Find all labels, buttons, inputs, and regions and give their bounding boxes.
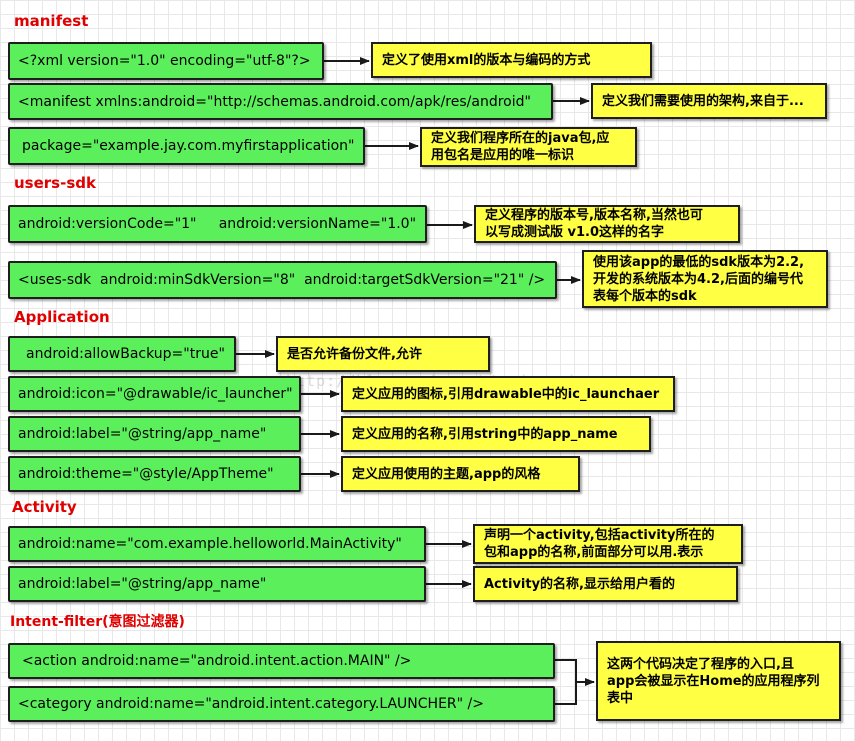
note-app-label: 定义应用的名称,引用string中的app_name — [341, 416, 651, 452]
code-version: android:versionCode="1" android:versionN… — [8, 205, 427, 243]
note-uses-sdk-line: 表每个版本的sdk — [593, 288, 697, 304]
code-app-label: android:label="@string/app_name" — [8, 416, 301, 452]
code-uses-sdk: <uses-sdk android:minSdkVersion="8" andr… — [8, 261, 557, 299]
note-icon: 定义应用的图标,引用drawable中的ic_launchaer — [341, 376, 675, 412]
note-intent-line: 这两个代码决定了程序的入口,且 — [607, 656, 794, 672]
note-activity-name: 声明一个activity,包括activity所在的 包和app的名称,前面部分… — [473, 524, 743, 564]
section-application: Application — [14, 308, 110, 326]
code-activity-label: android:label="@string/app_name" — [8, 566, 426, 602]
note-version-line: 以写成测试版 v1.0这样的名字 — [485, 225, 665, 240]
note-activity-name-line: 包和app的名称,前面部分可以用.表示 — [484, 545, 704, 560]
note-manifest-xmlns: 定义我们需要使用的架构,来自于... — [591, 83, 827, 119]
note-allow-backup: 是否允许备份文件,允许 — [276, 336, 490, 372]
code-theme: android:theme="@style/AppTheme" — [8, 456, 301, 492]
arrow-intent-connector — [555, 659, 577, 705]
code-package: package="example.jay.com.myfirstapplicat… — [8, 127, 365, 165]
note-uses-sdk-line: 使用该app的最低的sdk版本为2.2, — [593, 254, 805, 270]
code-xml-decl: <?xml version="1.0" encoding="utf-8"?> — [8, 42, 324, 80]
code-icon: android:icon="@drawable/ic_launcher" — [8, 376, 301, 412]
code-allow-backup: android:allowBackup="true" — [8, 336, 236, 372]
note-package-line: 定义我们程序所在的java包,应 — [431, 131, 610, 146]
note-intent-line: 表中 — [607, 690, 634, 706]
note-theme: 定义应用使用的主题,app的风格 — [341, 456, 580, 492]
note-xml-decl: 定义了使用xml的版本与编码的方式 — [371, 42, 652, 78]
note-activity-name-line: 声明一个activity,包括activity所在的 — [484, 528, 715, 543]
code-activity-name: android:name="com.example.helloworld.Mai… — [8, 526, 426, 562]
note-package: 定义我们程序所在的java包,应 用包名是应用的唯一标识 — [420, 127, 637, 167]
section-intent-filter: Intent-filter(意图过滤器) — [10, 614, 185, 630]
note-activity-label: Activity的名称,显示给用户看的 — [473, 566, 738, 602]
note-allow-backup-text: 是否允许备份文件,允许 — [287, 346, 422, 362]
note-theme-text: 定义应用使用的主题,app的风格 — [352, 466, 541, 482]
note-uses-sdk-line: 开发的系统版本为4.2,后面的编号代 — [593, 271, 803, 287]
note-intent-line: app会被显示在Home的应用程序列 — [607, 673, 820, 689]
section-activity: Activity — [12, 498, 77, 516]
note-version-line: 定义程序的版本号,版本名称,当然也可 — [485, 208, 703, 223]
note-activity-label-text: Activity的名称,显示给用户看的 — [484, 576, 675, 592]
note-app-label-text: 定义应用的名称,引用string中的app_name — [352, 426, 618, 442]
code-category: <category android:name="android.intent.c… — [8, 686, 555, 722]
note-uses-sdk: 使用该app的最低的sdk版本为2.2, 开发的系统版本为4.2,后面的编号代 … — [582, 250, 828, 308]
note-xml-decl-text: 定义了使用xml的版本与编码的方式 — [382, 52, 591, 68]
note-version: 定义程序的版本号,版本名称,当然也可 以写成测试版 v1.0这样的名字 — [474, 205, 740, 243]
code-manifest-xmlns: <manifest xmlns:android="http://schemas.… — [8, 83, 553, 120]
section-manifest: manifest — [14, 12, 89, 30]
code-action: <action android:name="android.intent.act… — [8, 643, 555, 679]
note-manifest-xmlns-text: 定义我们需要使用的架构,来自于... — [602, 93, 804, 109]
note-icon-text: 定义应用的图标,引用drawable中的ic_launchaer — [352, 386, 660, 402]
note-intent: 这两个代码决定了程序的入口,且 app会被显示在Home的应用程序列 表中 — [596, 641, 841, 721]
section-users-sdk: users-sdk — [14, 174, 96, 192]
note-package-line: 用包名是应用的唯一标识 — [431, 148, 575, 163]
